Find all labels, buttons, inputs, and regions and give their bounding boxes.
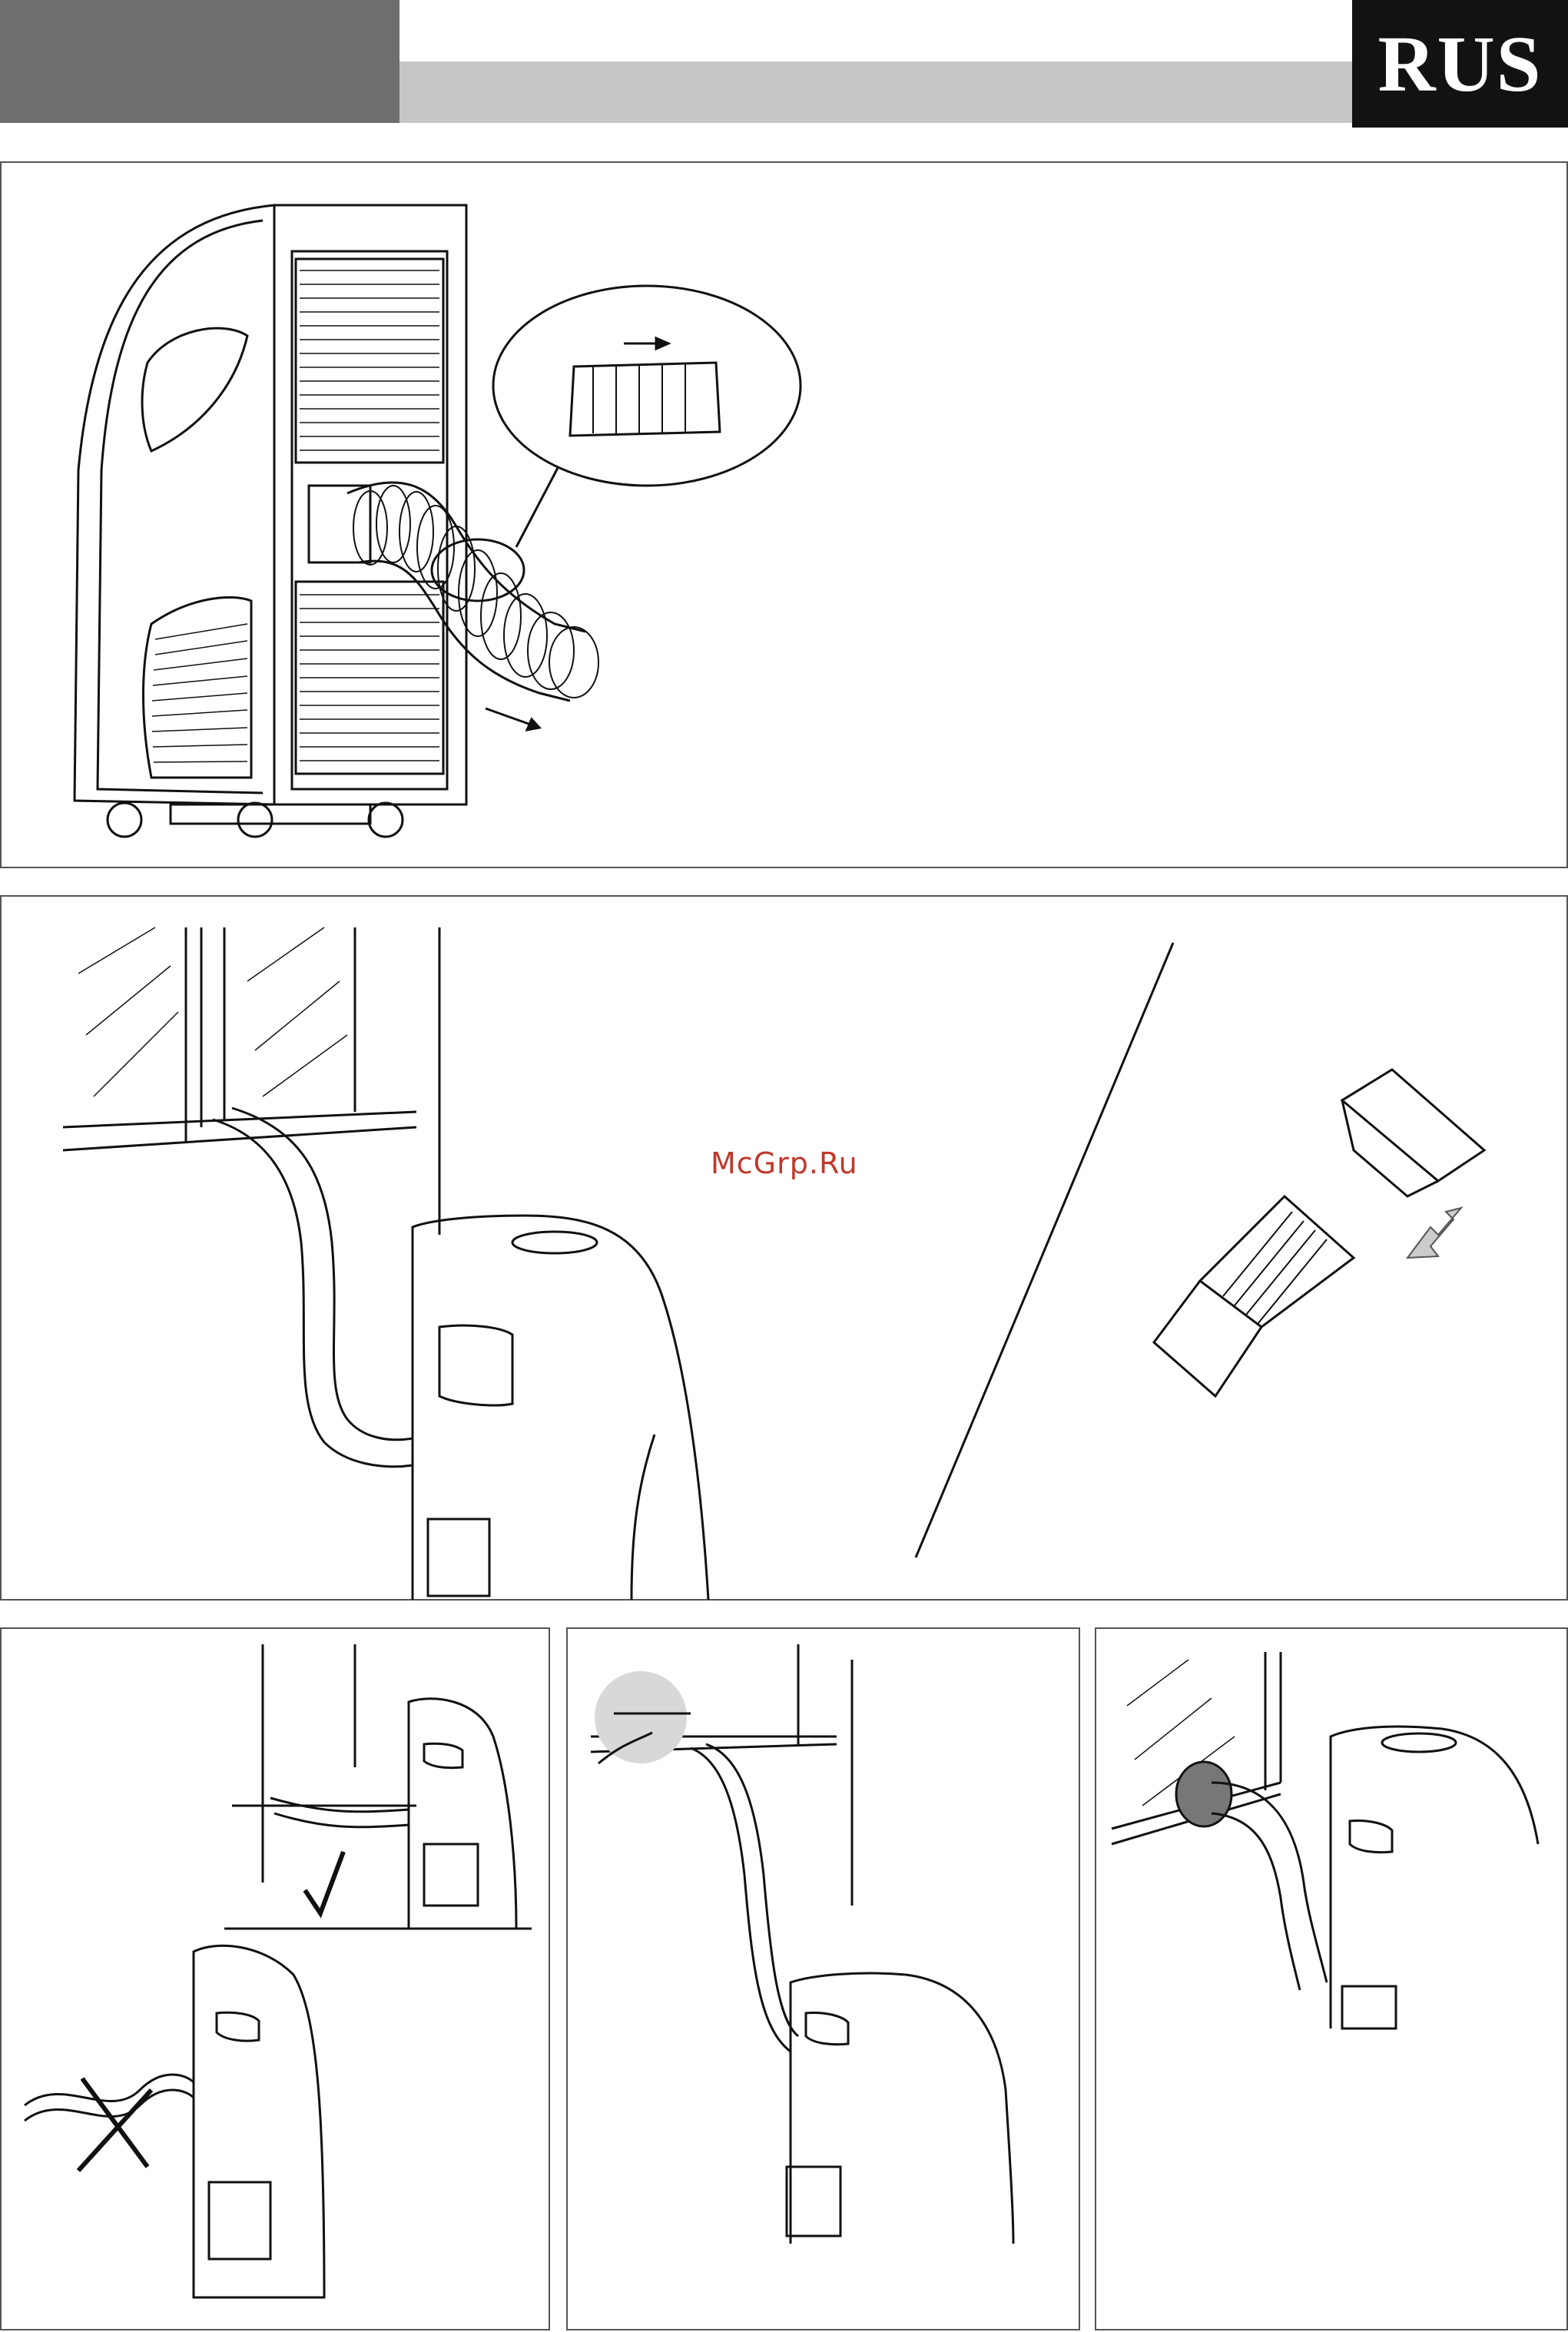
figure-panel-3 <box>0 1627 550 2330</box>
language-badge: RUS <box>1352 0 1568 128</box>
header-light-bar <box>399 61 1352 123</box>
figure-panel-2 <box>0 895 1568 1601</box>
watermark-text: McGrp.Ru <box>711 1146 858 1180</box>
check-icon <box>305 1852 343 1913</box>
hose-through-window-and-adapter-icon <box>2 897 1568 1602</box>
wall-outlet-hose-install-icon <box>1096 1629 1568 2332</box>
figure-panel-5 <box>1095 1627 1568 2330</box>
figure-panel-4 <box>566 1627 1080 2330</box>
header-dark-block <box>0 0 399 123</box>
cross-icon <box>78 2078 151 2171</box>
figure-panel-1 <box>0 161 1568 868</box>
window-handle-hose-install-icon <box>568 1629 1082 2332</box>
correct-vs-incorrect-hose-routing-icon <box>2 1629 552 2332</box>
unit-rear-with-exhaust-hose-icon <box>2 163 1568 870</box>
